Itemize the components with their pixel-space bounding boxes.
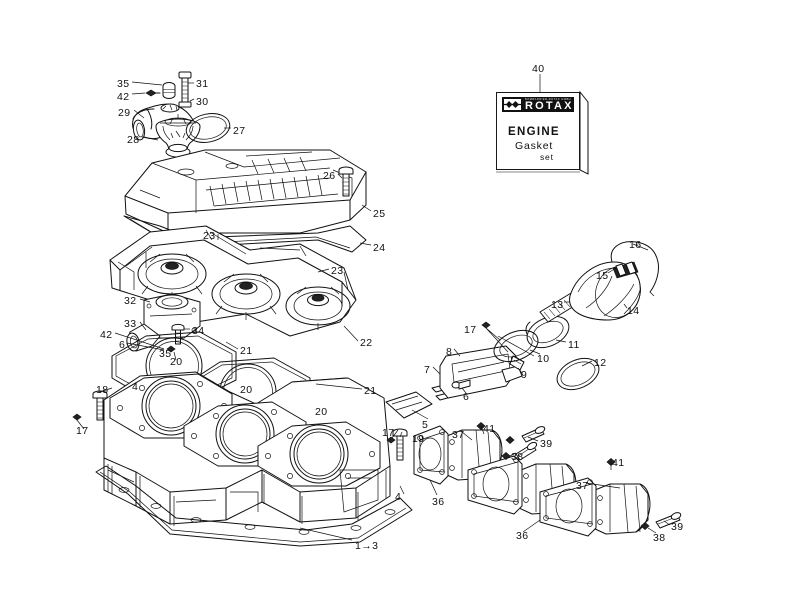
part-42-plug-lower [166, 345, 176, 353]
gasket-set-line3: set [540, 152, 554, 162]
part-38-39-fastener-b [501, 441, 538, 461]
callout-4-22: 4 [132, 381, 139, 393]
callout-6-16: 6 [119, 339, 126, 351]
callout-35-0: 35 [117, 78, 130, 90]
callout-15-33: 15 [596, 270, 609, 282]
callout-21-24: 21 [364, 385, 377, 397]
part-4-cylinder-block [103, 371, 391, 526]
callout-18-21: 18 [96, 384, 109, 396]
part-38-39-fastener-a [505, 426, 546, 444]
callout-27-6: 27 [233, 125, 246, 137]
part-19-bolt [392, 428, 408, 461]
part-37-manifold-c [539, 477, 651, 537]
gasket-set-box-fold [496, 90, 589, 175]
callout-25-8: 25 [373, 208, 386, 220]
callout-38-52: 38 [653, 532, 666, 544]
rotax-emblem-icon [504, 99, 521, 110]
callout-22-20: 22 [360, 337, 373, 349]
callout-30-3: 30 [196, 96, 209, 108]
callout-34-15: 34 [192, 325, 205, 337]
part-17-washer-mid [481, 321, 509, 353]
part-42-plug [145, 89, 161, 97]
part-26-bolt [338, 166, 354, 197]
callout-23-11: 23 [331, 265, 344, 277]
part-27-o-ring [185, 113, 231, 143]
callout-11-37: 11 [568, 339, 580, 351]
callout-41-45: 41 [483, 423, 496, 435]
part-37-manifold-a [413, 425, 503, 485]
callout-5-44: 5 [422, 419, 429, 431]
part-28-thermostat [155, 114, 201, 158]
callout-36-30: 36 [432, 496, 445, 508]
callout-42-1: 42 [117, 91, 130, 103]
part-11-ring [525, 315, 570, 349]
gasket-set-line2: Gasket [515, 140, 554, 152]
callout-20-23: 20 [240, 384, 253, 396]
rotax-brand-subtitle: BOMBARDIER-ROTAX GMBH [525, 98, 572, 101]
callout-26-7: 26 [323, 170, 336, 182]
part-17-washer-right [386, 436, 396, 444]
part-38-39-fastener-c [640, 512, 682, 530]
callout-29-4: 29 [118, 107, 131, 119]
callout-6-43: 6 [463, 391, 470, 403]
part-17-washer-left [72, 413, 85, 430]
callout-13-31: 1→3 [355, 540, 379, 552]
part-32-33-inlet-elbow [126, 293, 201, 352]
part-15-key [612, 261, 639, 279]
callout-7-41: 7 [424, 364, 431, 376]
part-12-o-ring [556, 357, 600, 391]
callout-41-49: 41 [612, 457, 625, 469]
callout-9-42: 9 [521, 369, 528, 381]
callout-31-2: 31 [196, 78, 209, 90]
part-16-clip [610, 241, 659, 297]
callout-32-12: 32 [124, 295, 137, 307]
callout-39-47: 39 [540, 438, 553, 450]
callout-28-5: 28 [127, 134, 140, 146]
callout-39-53: 39 [671, 521, 684, 533]
rotax-brand-text: ROTAX [525, 100, 574, 112]
part-25-rocker-cover [124, 149, 367, 234]
callout-42-14: 42 [100, 329, 113, 341]
part-35-sleeve [162, 82, 176, 99]
callout-20-26: 20 [315, 406, 328, 418]
callout-38-48: 38 [511, 451, 524, 463]
callout-36-51: 36 [516, 530, 529, 542]
part-5-cover-plate [385, 391, 433, 419]
part-10-ring [493, 329, 539, 363]
callout-24-10: 24 [373, 242, 386, 254]
callout-12-40: 12 [594, 357, 607, 369]
callout-37-50: 37 [576, 480, 589, 492]
leader-lines [99, 74, 671, 541]
callout-17-27: 17 [382, 427, 395, 439]
callout-37-46: 37 [452, 429, 465, 441]
part-8-housing [439, 345, 523, 399]
gasket-set-line1: ENGINE [508, 126, 560, 138]
callout-14-35: 14 [627, 305, 640, 317]
part-31-30-bolt [178, 71, 192, 108]
callout-17-36: 17 [464, 324, 477, 336]
part-18-bolt [92, 390, 108, 421]
part-1-3-base-gasket [95, 465, 413, 547]
part-6-pin [451, 379, 471, 390]
callout-8-38: 8 [446, 346, 453, 358]
callout-35-17: 35 [159, 348, 172, 360]
callout-13-34: 13 [551, 299, 564, 311]
callout-17-25: 17 [76, 425, 89, 437]
callout-23-9: 23 [203, 230, 216, 242]
callout-33-13: 33 [124, 318, 137, 330]
callout-10-39: 10 [537, 353, 550, 365]
callout-19-28: 19 [412, 433, 425, 445]
callout-20-18: 20 [170, 356, 183, 368]
callout-4-29: 4 [395, 491, 402, 503]
callout-16-32: 16 [629, 239, 642, 251]
callout-40-gasket-set: 40 [532, 63, 545, 75]
callout-21-19: 21 [240, 345, 253, 357]
